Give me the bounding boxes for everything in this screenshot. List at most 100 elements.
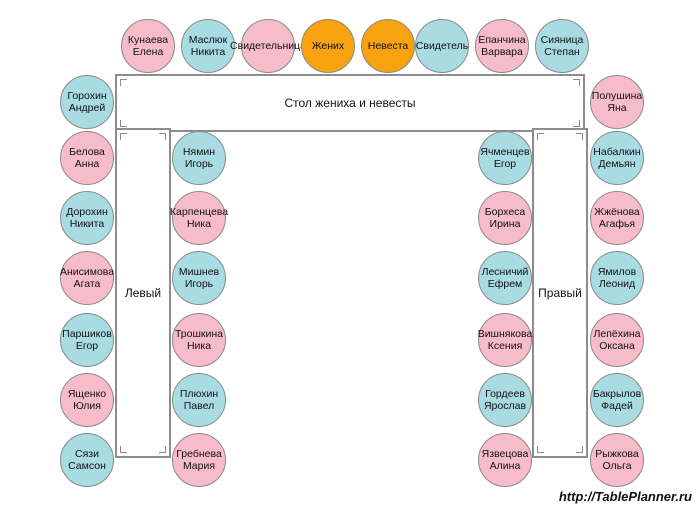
guest-name-line2: Ефрем [487,278,523,290]
guest-name-line2: Егор [493,158,517,170]
guest-name-line1: Кунаева [127,34,169,46]
guest-name-line1: Трошкина [174,328,224,340]
guest-name-line1: Ященко [67,388,107,400]
left-table-label: Левый [124,286,162,300]
guest-name-line2: Ярослав [483,400,527,412]
guest-name-line1: Бакрылов [592,388,642,400]
guest-name-line1: Лепёхина [593,328,641,340]
corner-mark [573,79,580,86]
guest-name-line1: Набалкин [593,146,641,158]
guest-name-line2: Ксения [487,340,523,352]
guest-name-line1: Паршиков [62,328,112,340]
corner-mark [573,120,580,127]
guest-name-line1: Епанчина [478,34,526,46]
footer-url[interactable]: http://TablePlanner.ru [558,489,692,504]
guest-name-line2: Егор [75,340,99,352]
guest-name-line1: Жжёнова [594,206,640,218]
guest-name-line2: Агафья [598,218,636,230]
guest-name-line2: Игорь [184,278,214,290]
guest-name-line1: Плюхин [179,388,219,400]
guest-name-line1: Нямин [182,146,216,158]
head-table: Стол жениха и невесты [115,74,585,132]
guest-name-line2: Фадей [601,400,633,412]
guest-name-line2: Ирина [489,218,521,230]
guest-name-line2: Андрей [68,102,106,114]
guest-name-line2: Демьян [598,158,636,170]
head-table-label: Стол жениха и невесты [284,96,416,110]
right-table-label: Правый [538,286,582,300]
guest-name-line1: Дорохин [66,206,108,218]
corner-mark [159,446,166,453]
guest-name-line1: Свидетель [415,40,469,52]
left-table: Левый [115,128,171,458]
guest-name-line2: Никита [190,46,226,58]
corner-mark [537,446,544,453]
corner-mark [120,120,127,127]
guest-name-line1: Рыжкова [595,448,639,460]
guest-name-line1: Белова [69,146,105,158]
guest-name-line1: Мишнев [178,266,220,278]
guest-name-line2: Юлия [73,400,101,412]
guest-name-line1: Свидетельница [230,40,306,52]
guest-name-line1: Лесничий [481,266,529,278]
corner-mark [120,446,127,453]
guest-name-line2: Анна [74,158,100,170]
guest-name-line2: Варвара [481,46,523,58]
guest-name-line2: Никита [69,218,105,230]
seat-top[interactable]: Жених [301,19,355,73]
guest-name-line1: Невеста [367,40,409,52]
guest-name-line1: Анисимова [59,266,115,278]
guest-name-line2: Степан [544,46,580,58]
guest-name-line1: Сияница [540,34,584,46]
guest-name-line2: Ника [186,340,212,352]
guest-name-line1: Жених [311,40,345,52]
corner-mark [576,446,583,453]
guest-name-line2: Павел [183,400,215,412]
guest-name-line1: Борхеса [484,206,526,218]
guest-name-line2: Оксана [599,340,635,352]
guest-name-line1: Гордеев [485,388,525,400]
guest-name-line1: Вишнякова [477,328,533,340]
guest-name-line1: Ячменцев [480,146,530,158]
guest-name-line2: Алина [489,460,521,472]
seat-top[interactable]: Невеста [361,19,415,73]
seat-top[interactable]: Свидетель [415,19,469,73]
guest-name-line1: Маслюк [188,34,228,46]
guest-name-line2: Мария [182,460,216,472]
guest-name-line1: Язвецова [481,448,529,460]
seat-top[interactable]: Свидетельница [230,19,306,73]
corner-mark [537,133,544,140]
guest-name-line1: Гребнева [176,448,222,460]
